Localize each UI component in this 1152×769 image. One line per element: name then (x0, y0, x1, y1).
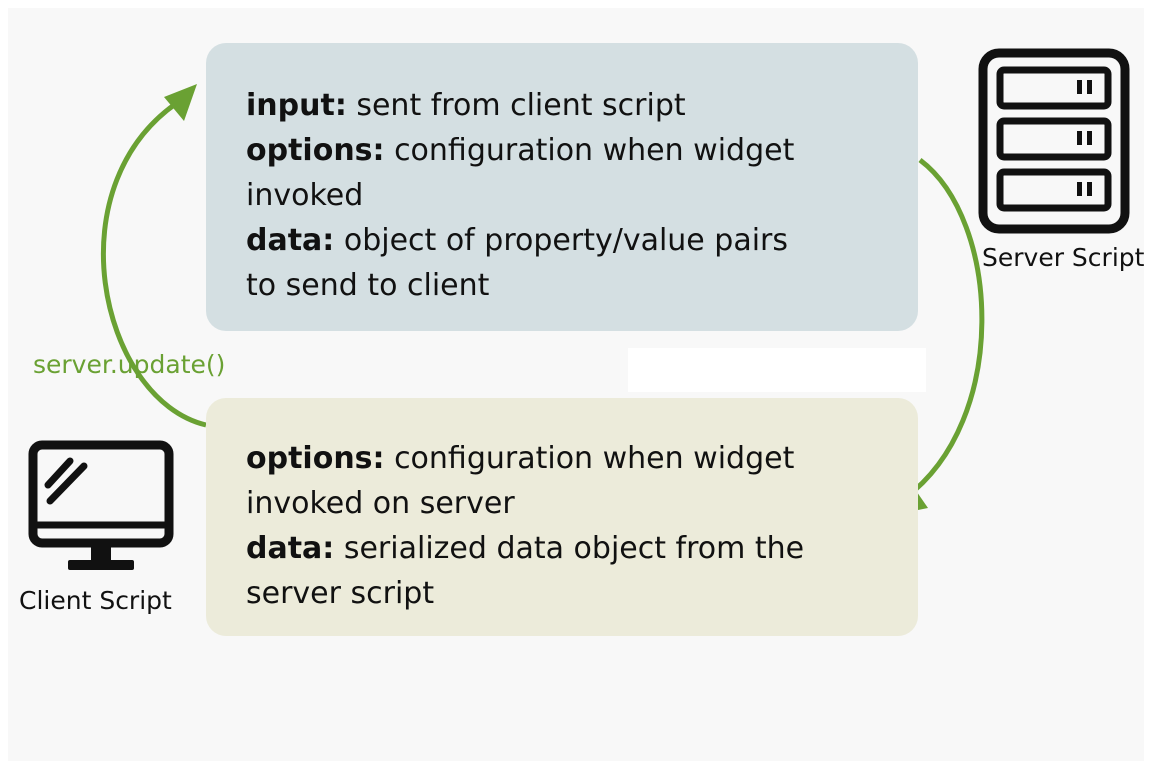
server-icon (978, 48, 1130, 234)
client-box-line-1: options: configuration when widget (246, 441, 795, 476)
arrow-client-to-server-head (164, 84, 197, 121)
server-box-line-1: input: sent from client script (246, 88, 686, 123)
server-data-box: input: sent from client script options: … (206, 43, 918, 331)
server-box-line-3: invoked (246, 178, 364, 213)
client-script-label: Client Script (19, 586, 172, 615)
client-box-line-2: invoked on server (246, 486, 515, 521)
client-box-line-3: data: serialized data object from the (246, 531, 805, 566)
client-data-box: options: configuration when widget invok… (206, 398, 918, 636)
blank-patch (628, 348, 926, 392)
arrow-client-to-server (100, 94, 207, 428)
server-box-line-5: to send to client (246, 268, 490, 303)
arrow-server-to-client (903, 158, 985, 501)
server-script-label: Server Script (982, 243, 1145, 272)
client-box-line-4: server script (246, 576, 435, 611)
server-update-label: server.update() (33, 350, 226, 379)
monitor-icon (28, 440, 174, 570)
server-box-line-4: data: object of property/value pairs (246, 223, 789, 258)
server-box-line-2: options: configuration when widget (246, 133, 795, 168)
